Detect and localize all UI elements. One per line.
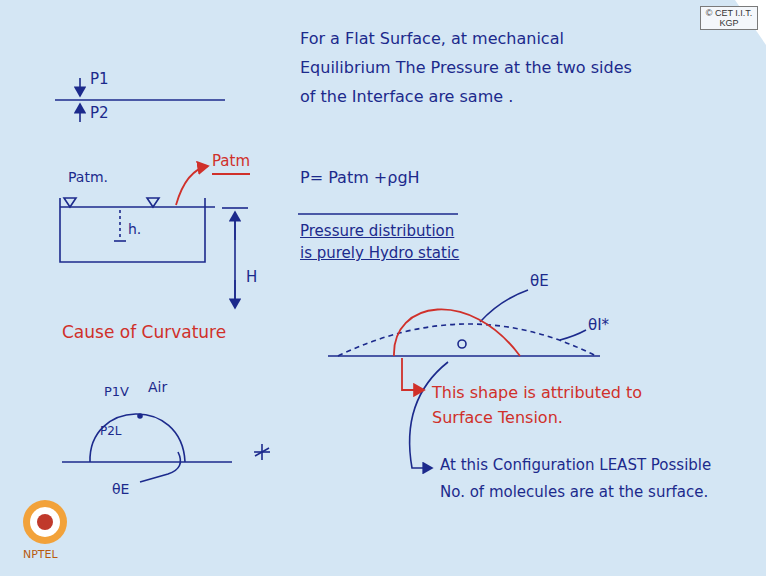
logo-text: NPTEL xyxy=(23,548,58,562)
height-arrow xyxy=(234,280,236,308)
handwritten-note: Pressure distribution is purely Hydro st… xyxy=(300,220,470,264)
handwritten-note: P1 xyxy=(90,70,109,89)
pressure-arrow xyxy=(79,78,81,96)
free-surface xyxy=(60,206,215,208)
handwritten-note: At this Configuration LEAST Possible No.… xyxy=(440,452,730,506)
angle-leader xyxy=(140,452,180,482)
surface-symbol xyxy=(147,198,159,207)
underline xyxy=(298,213,458,215)
handwritten-note: P= Patm +ρgH xyxy=(300,168,420,188)
handwritten-note: Cause of Curvature xyxy=(62,322,226,343)
handwritten-note: θE xyxy=(112,480,129,498)
pressure-arrow xyxy=(79,104,81,122)
handwritten-note: Air xyxy=(148,378,167,396)
substrate xyxy=(62,461,232,463)
angle-mark xyxy=(458,340,466,348)
depth-line xyxy=(119,210,121,240)
height-arrow xyxy=(234,212,236,240)
angle-leader xyxy=(480,290,528,322)
symbol xyxy=(255,448,269,456)
flattened-drop xyxy=(338,324,596,356)
angle-leader xyxy=(560,330,586,340)
logo-text: © CET I.I.T. KGP xyxy=(704,8,754,28)
handwritten-note: h. xyxy=(128,220,141,238)
drop-profile xyxy=(394,309,520,356)
substrate xyxy=(328,355,600,357)
surface-symbol xyxy=(64,198,76,207)
flat-interface xyxy=(55,99,225,101)
handwritten-note: H xyxy=(246,268,257,287)
handwritten-note: This shape is attributed to Surface Tens… xyxy=(432,380,672,430)
underline xyxy=(212,173,250,175)
handwritten-note: θI* xyxy=(588,316,609,335)
handwritten-note: P2L xyxy=(100,424,122,439)
depth-tick xyxy=(114,240,126,242)
handwritten-note: P1V xyxy=(104,384,129,400)
droplet xyxy=(90,414,185,462)
callout-arrow xyxy=(176,166,208,205)
handwritten-note: Patm xyxy=(212,152,250,171)
handwritten-note: Patm. xyxy=(68,168,108,186)
height-line xyxy=(234,212,236,308)
hook-arrow xyxy=(402,358,424,390)
logo-box: © CET I.I.T. KGP xyxy=(700,6,758,30)
handwritten-note: For a Flat Surface, at mechanical Equili… xyxy=(300,24,640,111)
handwritten-note: θE xyxy=(530,272,549,291)
handwritten-note: P2 xyxy=(90,104,109,123)
interface-point xyxy=(138,414,142,418)
height-tick xyxy=(222,207,248,209)
nptel-logo xyxy=(23,500,67,544)
